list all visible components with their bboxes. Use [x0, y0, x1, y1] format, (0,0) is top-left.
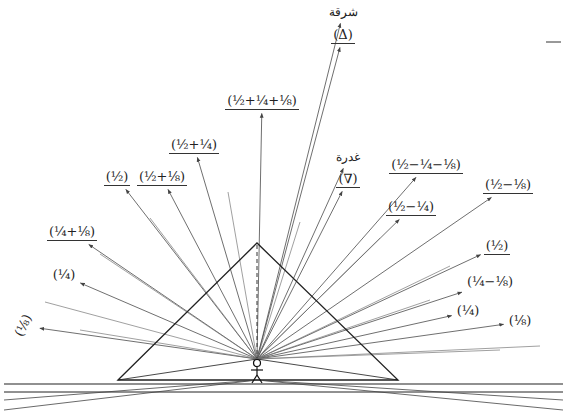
- base-line: [257, 359, 398, 380]
- sight-ray: [257, 324, 504, 359]
- sight-ray: [257, 219, 399, 359]
- ground-ray: [4, 380, 257, 410]
- pyramid-outline: [118, 243, 398, 380]
- ray-label: (Δ): [331, 28, 355, 45]
- sight-ray: [257, 23, 340, 359]
- stick-figure: [251, 360, 263, 384]
- fan-line: [80, 330, 257, 359]
- ray-label: غدرة: [334, 151, 362, 166]
- ray-label: (½−¼−⅛): [389, 158, 463, 175]
- base-line: [118, 359, 257, 380]
- fan-line: [150, 218, 257, 359]
- ray-label: (½): [104, 170, 131, 187]
- fan-line: [257, 238, 380, 359]
- sight-ray: [89, 244, 257, 359]
- ground-ray: [4, 380, 257, 400]
- fan-line: [257, 350, 500, 359]
- sight-ray: [168, 189, 257, 359]
- sight-ray: [80, 283, 257, 359]
- ray-label: (¼+⅛): [47, 225, 97, 242]
- ray-label: (½+¼+⅛): [225, 94, 299, 111]
- sight-ray: [257, 113, 262, 359]
- fan-line: [257, 346, 540, 359]
- ray-fan: [40, 23, 540, 380]
- ray-label: (¼): [455, 304, 482, 320]
- sight-ray: [126, 189, 257, 359]
- ray-label: (¼): [51, 268, 78, 284]
- ray-label: (∇): [336, 172, 359, 189]
- ground-line: [4, 392, 563, 393]
- fan-line: [228, 192, 257, 359]
- sight-ray: [257, 168, 343, 359]
- axis-line: [257, 245, 258, 358]
- ground-ray: [257, 380, 563, 410]
- sight-ray: [257, 191, 342, 359]
- fan-line: [100, 254, 257, 359]
- ground-line: [4, 383, 563, 384]
- ground-ray: [257, 380, 563, 400]
- ray-label: (½): [484, 239, 511, 256]
- ray-label: (⅛): [11, 311, 37, 342]
- ray-label: (½−⅛): [483, 178, 533, 195]
- sight-ray: [197, 157, 257, 359]
- sight-ray: [40, 328, 257, 359]
- ray-label: (½−¼): [386, 200, 436, 217]
- ray-label: (¼−⅛): [465, 275, 515, 291]
- fan-line: [257, 300, 430, 359]
- dash-mark: [546, 42, 561, 43]
- sight-ray: [257, 292, 462, 359]
- ray-label: (½+¼): [169, 138, 219, 155]
- ray-label: شرقة: [327, 6, 360, 21]
- fan-line: [257, 266, 450, 359]
- fan-line: [45, 302, 257, 359]
- ray-label: (⅛): [507, 314, 534, 330]
- ray-label: (½+⅛): [137, 170, 187, 187]
- fan-line: [257, 222, 300, 359]
- sight-ray: [257, 197, 491, 359]
